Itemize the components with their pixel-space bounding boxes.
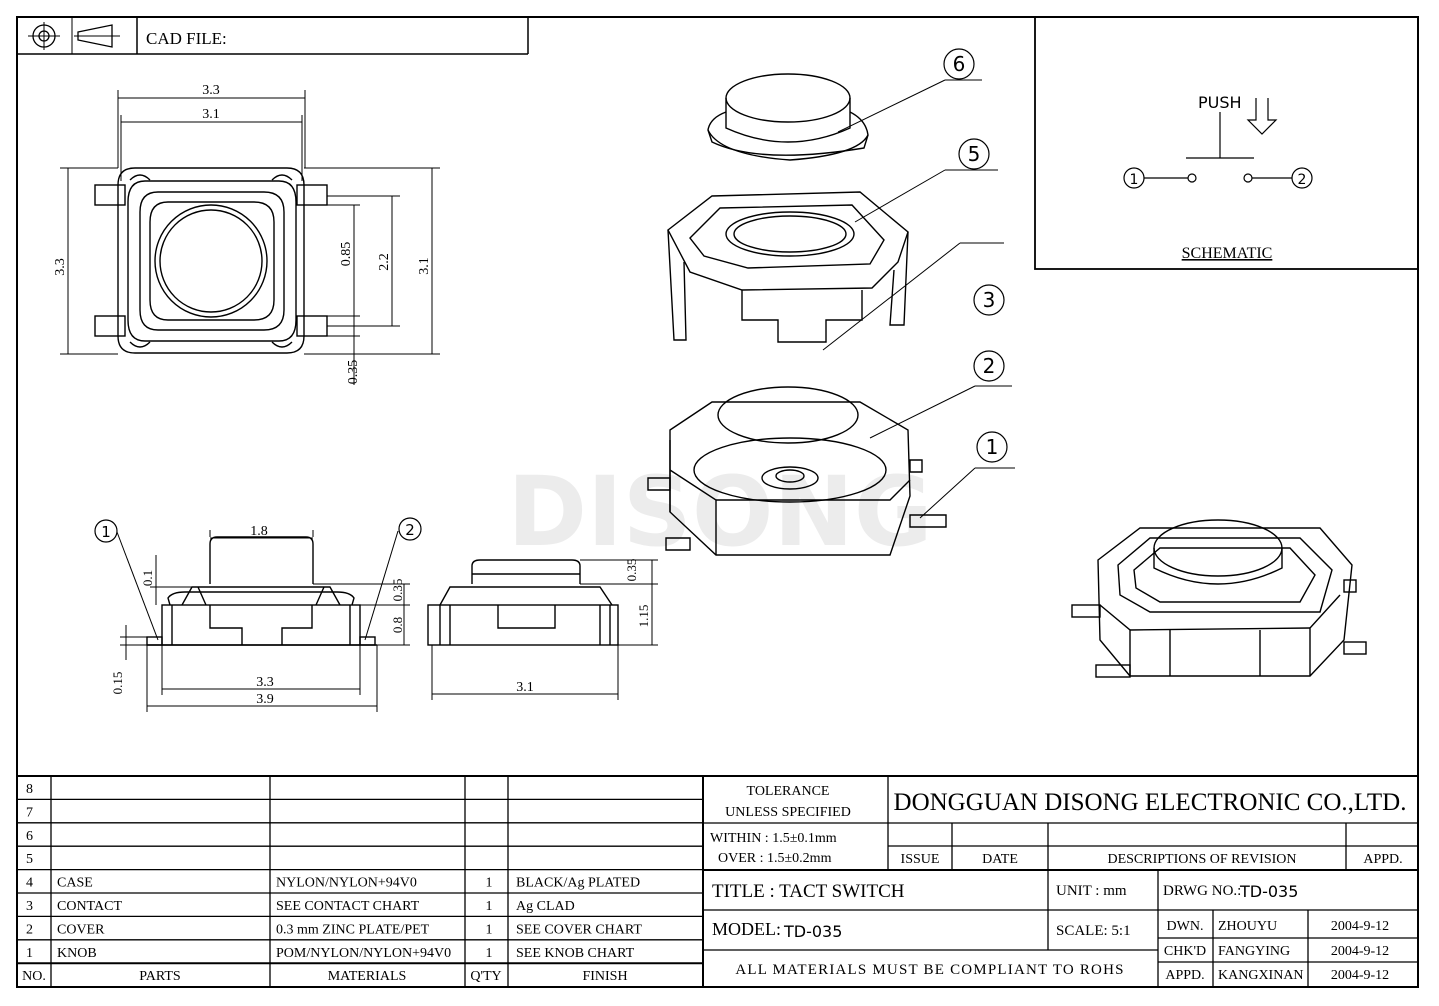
bom-cell-no: 7 xyxy=(26,805,33,820)
bom-cell-material: POM/NYLON/NYLON+94V0 xyxy=(276,946,451,961)
bom-cell-part: CASE xyxy=(57,876,93,891)
callout-1: 1 xyxy=(986,435,999,459)
dim-top-pad-gap: 0.35 xyxy=(346,360,361,385)
bom-cell-no: 8 xyxy=(26,782,33,797)
bom-cell-no: 3 xyxy=(26,899,33,914)
tolerance-within: WITHIN : 1.5±0.1mm xyxy=(710,831,837,846)
sheet-border xyxy=(16,16,1419,988)
schematic-pin-1: 1 xyxy=(1130,172,1139,188)
callout-side-1: 1 xyxy=(101,523,111,541)
bom-header-no: NO. xyxy=(22,969,46,984)
bom-cell-material: SEE CONTACT CHART xyxy=(276,899,420,914)
schematic-pin-2: 2 xyxy=(1298,172,1307,188)
bom-rows: 8 7 6 5 4 CASE NYLON/NYLON+94V0 1 BLACK/Ag PLATE… xyxy=(22,782,642,984)
bom-cell-part: CONTACT xyxy=(57,899,122,914)
dim-side-015: 0.15 xyxy=(110,672,125,695)
drwg-number: TD-035 xyxy=(1239,882,1298,901)
dim-top-height-right: 3.1 xyxy=(417,257,432,275)
rev-appd-header: APPD. xyxy=(1363,852,1402,867)
bom-header-materials: MATERIALS xyxy=(328,969,407,984)
projection-symbol-icon xyxy=(28,22,120,50)
dim-end-035: 0.35 xyxy=(624,559,639,582)
cad-file-header: CAD FILE: xyxy=(17,17,529,55)
side-view xyxy=(94,517,422,712)
bom-cell-no: 4 xyxy=(26,876,33,891)
model-label: MODEL: xyxy=(712,919,781,939)
dim-side-08: 0.8 xyxy=(390,617,405,633)
company-name: DONGGUAN DISONG ELECTRONIC CO.,LTD. xyxy=(894,789,1407,816)
dim-side-01: 0.1 xyxy=(140,570,155,586)
title-block xyxy=(703,776,1418,987)
dim-end-115: 1.15 xyxy=(636,605,651,628)
bom-header-finish: FINISH xyxy=(582,969,627,984)
bom-cell-no: 1 xyxy=(26,946,33,961)
bom-cell-finish: SEE KNOB CHART xyxy=(516,946,635,961)
model-number: TD-035 xyxy=(783,922,842,941)
bom-cell-no: 6 xyxy=(26,829,33,844)
schematic-push-label: PUSH xyxy=(1198,93,1242,112)
tolerance-title: TOLERANCE xyxy=(747,784,830,799)
chk-label: CHK'D xyxy=(1164,944,1206,959)
dim-top-width-outer: 3.3 xyxy=(202,83,220,98)
dim-top-pad: 0.85 xyxy=(339,242,354,267)
end-view xyxy=(427,559,658,700)
rev-date-header: DATE xyxy=(982,852,1018,867)
bom-cell-qty: 1 xyxy=(486,876,493,891)
dim-top-pitch: 2.2 xyxy=(377,253,392,271)
schematic-caption: SCHEMATIC xyxy=(1182,245,1273,262)
rev-issue-header: ISSUE xyxy=(901,852,940,867)
bom-cell-qty: 1 xyxy=(486,899,493,914)
callout-5: 5 xyxy=(968,142,981,166)
dim-side-knob: 1.8 xyxy=(250,524,268,539)
drwg-label: DRWG NO.: xyxy=(1163,883,1241,899)
dim-top-width-inner: 3.1 xyxy=(202,107,220,122)
appd-label: APPD. xyxy=(1165,968,1204,983)
title-field: TITLE : TACT SWITCH xyxy=(712,881,905,902)
watermark: DISONG xyxy=(507,456,932,568)
bom-table xyxy=(17,775,1418,987)
scale-field: SCALE: 5:1 xyxy=(1056,923,1131,939)
appd-date: 2004-9-12 xyxy=(1331,968,1389,983)
dim-end-31: 3.1 xyxy=(516,680,534,695)
unit-field: UNIT : mm xyxy=(1056,883,1127,899)
bom-cell-no: 5 xyxy=(26,852,33,867)
callout-side-2: 2 xyxy=(405,521,415,539)
dwn-name: ZHOUYU xyxy=(1218,919,1277,934)
bom-cell-part: KNOB xyxy=(57,946,97,961)
chk-date: 2004-9-12 xyxy=(1331,944,1389,959)
bom-cell-finish: SEE COVER CHART xyxy=(516,922,642,937)
dim-side-39: 3.9 xyxy=(256,692,274,707)
isometric-view xyxy=(1071,519,1367,678)
tolerance-subtitle: UNLESS SPECIFIED xyxy=(725,805,851,820)
bom-header-parts: PARTS xyxy=(139,969,180,984)
tolerance-over: OVER : 1.5±0.2mm xyxy=(718,851,832,866)
cad-file-label: CAD FILE: xyxy=(146,29,227,48)
bom-cell-qty: 1 xyxy=(486,946,493,961)
dwn-label: DWN. xyxy=(1167,919,1204,934)
rohs-note: ALL MATERIALS MUST BE COMPLIANT TO ROHS xyxy=(735,962,1124,978)
chk-name: FANGYING xyxy=(1218,944,1290,959)
bom-cell-finish: Ag CLAD xyxy=(516,899,575,914)
exploded-view xyxy=(647,48,1015,556)
bom-cell-qty: 1 xyxy=(486,922,493,937)
bom-cell-material: NYLON/NYLON+94V0 xyxy=(276,876,417,891)
bom-cell-no: 2 xyxy=(26,922,33,937)
callout-3: 3 xyxy=(983,288,996,312)
top-view xyxy=(60,90,440,385)
callout-2: 2 xyxy=(983,354,996,378)
bom-cell-finish: BLACK/Ag PLATED xyxy=(516,876,640,891)
bom-header-qty: Q'TY xyxy=(470,969,501,984)
schematic-box: PUSH 1 2 SCHEMATIC xyxy=(1034,16,1419,270)
callout-6: 6 xyxy=(953,52,966,76)
dwn-date: 2004-9-12 xyxy=(1331,919,1389,934)
bom-cell-part: COVER xyxy=(57,922,105,937)
dim-side-33: 3.3 xyxy=(256,675,274,690)
rev-desc-header: DESCRIPTIONS OF REVISION xyxy=(1107,852,1296,867)
dim-top-height-left: 3.3 xyxy=(53,258,68,276)
dim-side-035: 0.35 xyxy=(390,579,405,602)
bom-cell-material: 0.3 mm ZINC PLATE/PET xyxy=(276,922,430,937)
appd-name: KANGXINAN xyxy=(1218,968,1304,983)
